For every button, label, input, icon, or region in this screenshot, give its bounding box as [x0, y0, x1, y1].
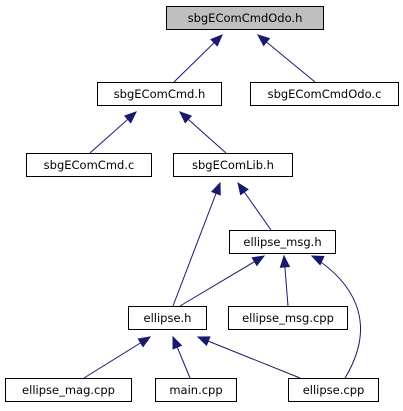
file-node[interactable]: ellipse.cpp	[288, 378, 379, 402]
edge-line	[172, 182, 221, 307]
file-node[interactable]: main.cpp	[155, 378, 237, 402]
edge	[196, 336, 301, 379]
arrow-head	[210, 181, 221, 196]
edge	[179, 111, 227, 154]
node-label: ellipse.h	[144, 311, 192, 325]
edge-line	[83, 336, 151, 379]
node-label: sbgEComCmd.h	[114, 87, 206, 101]
node-label: sbgEComLib.h	[192, 158, 274, 172]
edge	[310, 255, 362, 379]
edge	[172, 181, 221, 307]
node-box	[5, 378, 132, 402]
file-node[interactable]: sbgEComCmd.h	[97, 82, 222, 106]
file-node[interactable]: ellipse_msg.h	[229, 230, 336, 254]
file-node[interactable]: sbgEComCmdOdo.c	[250, 82, 399, 106]
node-label: sbgEComCmd.c	[44, 158, 135, 172]
arrow-head	[279, 254, 291, 268]
edge	[83, 336, 152, 379]
edge	[173, 34, 223, 83]
arrow-head	[137, 336, 152, 348]
node-label: sbgEComCmdOdo.h	[188, 11, 303, 25]
edge-line	[197, 336, 301, 379]
arrow-head	[123, 111, 137, 124]
file-node[interactable]: sbgEComLib.h	[173, 153, 293, 177]
node-box	[229, 230, 336, 254]
node-box	[155, 378, 237, 402]
current-file-node: sbgEComCmdOdo.h	[166, 6, 324, 30]
edges-layer	[83, 34, 362, 379]
node-box	[128, 306, 207, 330]
node-box	[288, 378, 379, 402]
node-label: ellipse_mag.cpp	[22, 383, 115, 397]
node-label: sbgEComCmdOdo.c	[268, 87, 382, 101]
arrow-head	[237, 181, 249, 196]
arrow-head	[251, 255, 266, 267]
node-box	[250, 82, 399, 106]
edge	[237, 181, 272, 231]
edge-line	[311, 255, 362, 379]
arrow-head	[310, 255, 325, 266]
arrow-head	[210, 34, 223, 47]
node-label: main.cpp	[169, 383, 222, 397]
arrow-head	[172, 335, 183, 350]
node-box	[228, 306, 348, 330]
file-node[interactable]: ellipse_mag.cpp	[5, 378, 132, 402]
node-label: ellipse_msg.h	[243, 235, 321, 249]
node-label: ellipse.cpp	[303, 383, 365, 397]
node-box	[26, 153, 152, 177]
edge	[172, 335, 191, 379]
nodes-layer: sbgEComCmdOdo.h sbgEComCmd.h sbgEComCmdOdo…	[5, 6, 399, 402]
edge-line	[257, 34, 316, 83]
arrow-head	[196, 336, 211, 347]
edge-line	[179, 255, 265, 307]
node-box	[166, 6, 324, 30]
node-label: ellipse_msg.cpp	[242, 311, 334, 325]
edge	[89, 111, 137, 154]
edge	[279, 254, 291, 307]
node-box	[97, 82, 222, 106]
file-node[interactable]: sbgEComCmd.c	[26, 153, 152, 177]
file-node[interactable]: ellipse.h	[128, 306, 207, 330]
arrow-head	[179, 111, 193, 124]
edge	[256, 34, 316, 83]
file-node[interactable]: ellipse_msg.cpp	[228, 306, 348, 330]
edge	[179, 255, 266, 307]
arrow-head	[256, 34, 271, 47]
node-box	[173, 153, 293, 177]
